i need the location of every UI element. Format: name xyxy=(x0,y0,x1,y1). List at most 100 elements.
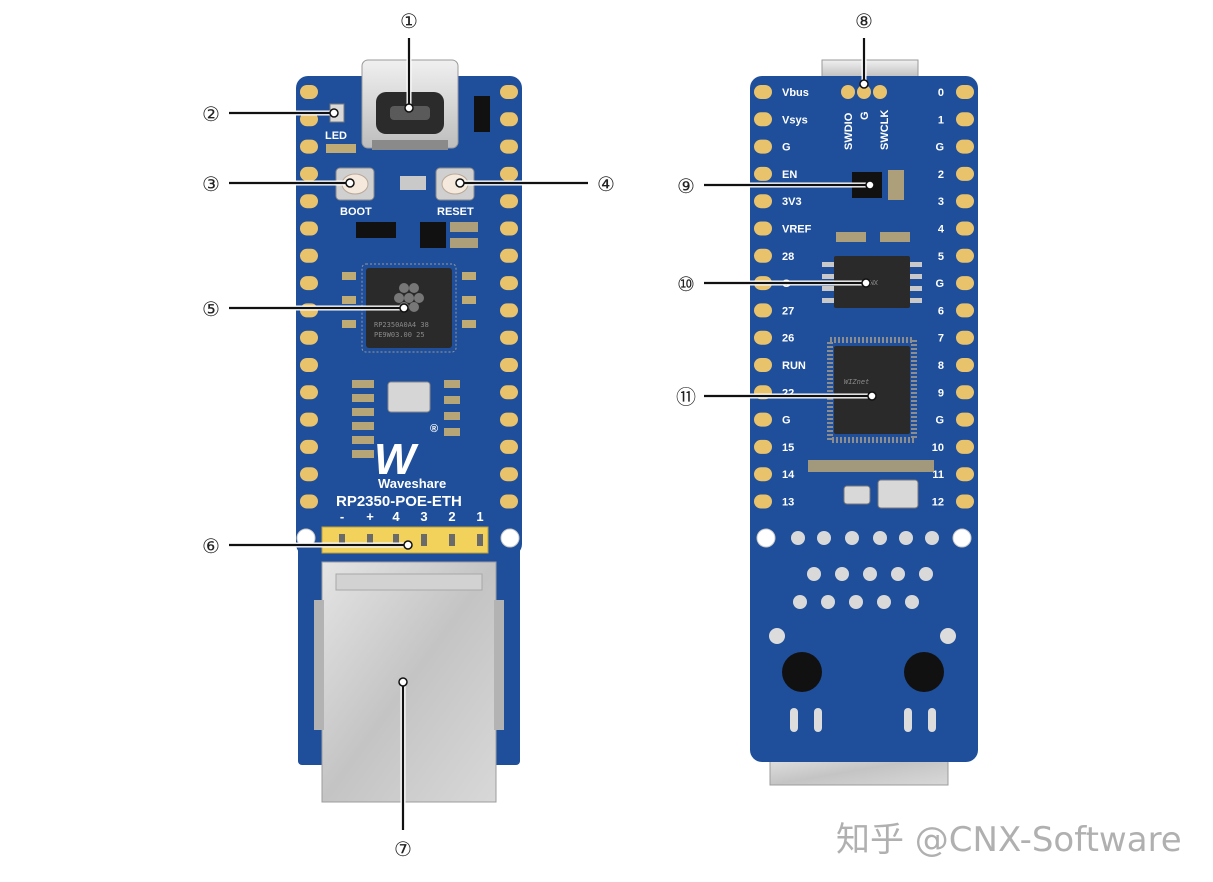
pad xyxy=(500,467,518,482)
pin-label-left: 13 xyxy=(782,497,794,509)
header-pin xyxy=(339,534,345,546)
swd-label: SWCLK xyxy=(879,110,891,150)
pad xyxy=(754,412,772,427)
rj45-back-pins xyxy=(791,531,939,609)
callout-marker xyxy=(194,166,228,200)
pad xyxy=(956,166,974,181)
rj45-pin xyxy=(845,531,859,545)
rj45-pin xyxy=(899,531,913,545)
pad xyxy=(754,439,772,454)
header-pin xyxy=(477,534,483,546)
smd-bottom-row xyxy=(808,460,934,509)
pad xyxy=(500,276,518,291)
rj45-pin xyxy=(905,595,919,609)
pad xyxy=(300,194,318,209)
pad xyxy=(754,166,772,181)
pad xyxy=(500,85,518,99)
callout-number: ④ xyxy=(597,172,615,196)
pad xyxy=(754,330,772,345)
callout-number: ⑤ xyxy=(202,297,220,321)
callout-11: ⑪ xyxy=(669,379,877,413)
led-label: LED xyxy=(325,130,347,142)
callout-9: ⑨ xyxy=(669,168,875,202)
pad xyxy=(754,194,772,209)
pad xyxy=(300,85,318,99)
callout-marker xyxy=(194,96,228,130)
rj45-jack xyxy=(314,561,504,803)
pad xyxy=(300,221,318,236)
pad xyxy=(300,139,318,154)
front-board: LED BOOT RESET xyxy=(296,59,522,803)
header-pin-label: 4 xyxy=(392,509,400,524)
pad xyxy=(300,330,318,345)
callout-marker xyxy=(392,3,426,37)
pin-label-left: G xyxy=(782,142,791,154)
pin-label-left: EN xyxy=(782,169,797,181)
boot-label: BOOT xyxy=(340,206,372,218)
pad xyxy=(754,248,772,263)
pin-label-right: 5 xyxy=(938,251,944,263)
callout-marker xyxy=(847,3,881,37)
callout-7: ⑦ xyxy=(386,677,420,865)
pad xyxy=(956,303,974,318)
rj45-pin xyxy=(821,595,835,609)
pad xyxy=(956,412,974,427)
pin-label-right: 3 xyxy=(938,196,944,208)
callout-8: ⑧ xyxy=(847,3,881,89)
rj45-pin xyxy=(807,567,821,581)
back-left-pin-labels: VbusVsysGEN3V3VREF28G2726RUN22G151413 xyxy=(782,87,812,509)
pad xyxy=(956,112,974,127)
callout-marker xyxy=(669,168,703,202)
pad xyxy=(956,85,974,99)
mcu-marking-line2: PE9W03.00 25 xyxy=(374,331,425,339)
rj45-pin xyxy=(835,567,849,581)
pad xyxy=(300,166,318,181)
header-pin xyxy=(367,534,373,546)
pad xyxy=(500,412,518,427)
pad xyxy=(754,358,772,372)
svg-text:WIZnet: WIZnet xyxy=(844,378,869,386)
rj45-back-posts xyxy=(769,628,956,732)
header-pin-label: - xyxy=(340,509,344,524)
pad xyxy=(956,494,974,509)
pin-label-left: Vbus xyxy=(782,87,809,99)
pad xyxy=(500,303,518,318)
ethernet-controller-chip: WIZnet xyxy=(827,337,917,443)
pin-label-left: 15 xyxy=(782,442,794,454)
callout-marker xyxy=(386,831,420,865)
pad xyxy=(956,439,974,454)
pad xyxy=(754,467,772,482)
callout-number: ⑪ xyxy=(676,385,696,409)
pad xyxy=(300,112,318,127)
pad xyxy=(956,467,974,482)
pin-label-left: G xyxy=(782,415,791,427)
callout-1: ① xyxy=(392,3,426,113)
callout-number: ③ xyxy=(202,172,220,196)
pin-label-right: 12 xyxy=(932,497,944,509)
callout-number: ⑨ xyxy=(677,174,695,198)
pad xyxy=(754,112,772,127)
rj45-pin xyxy=(817,531,831,545)
pad xyxy=(300,467,318,482)
pad xyxy=(956,221,974,236)
pin-label-left: 27 xyxy=(782,305,794,317)
pad xyxy=(500,385,518,400)
pad xyxy=(956,194,974,209)
front-castellated-pads xyxy=(300,85,518,509)
rj45-pin xyxy=(891,567,905,581)
callout-number: ⑩ xyxy=(677,272,695,296)
callout-number: ② xyxy=(202,102,220,126)
rj45-pin xyxy=(863,567,877,581)
mcu-marking-line1: RP2350A0A4 38 xyxy=(374,321,429,329)
rj45-pin xyxy=(793,595,807,609)
callout-3: ③ xyxy=(194,166,355,200)
rj45-pin xyxy=(919,567,933,581)
callout-number: ⑦ xyxy=(394,837,412,861)
callout-6: ⑥ xyxy=(194,528,413,562)
callout-10: ⑩ xyxy=(669,266,871,300)
callout-number: ⑥ xyxy=(202,534,220,558)
rj45-pin xyxy=(873,531,887,545)
